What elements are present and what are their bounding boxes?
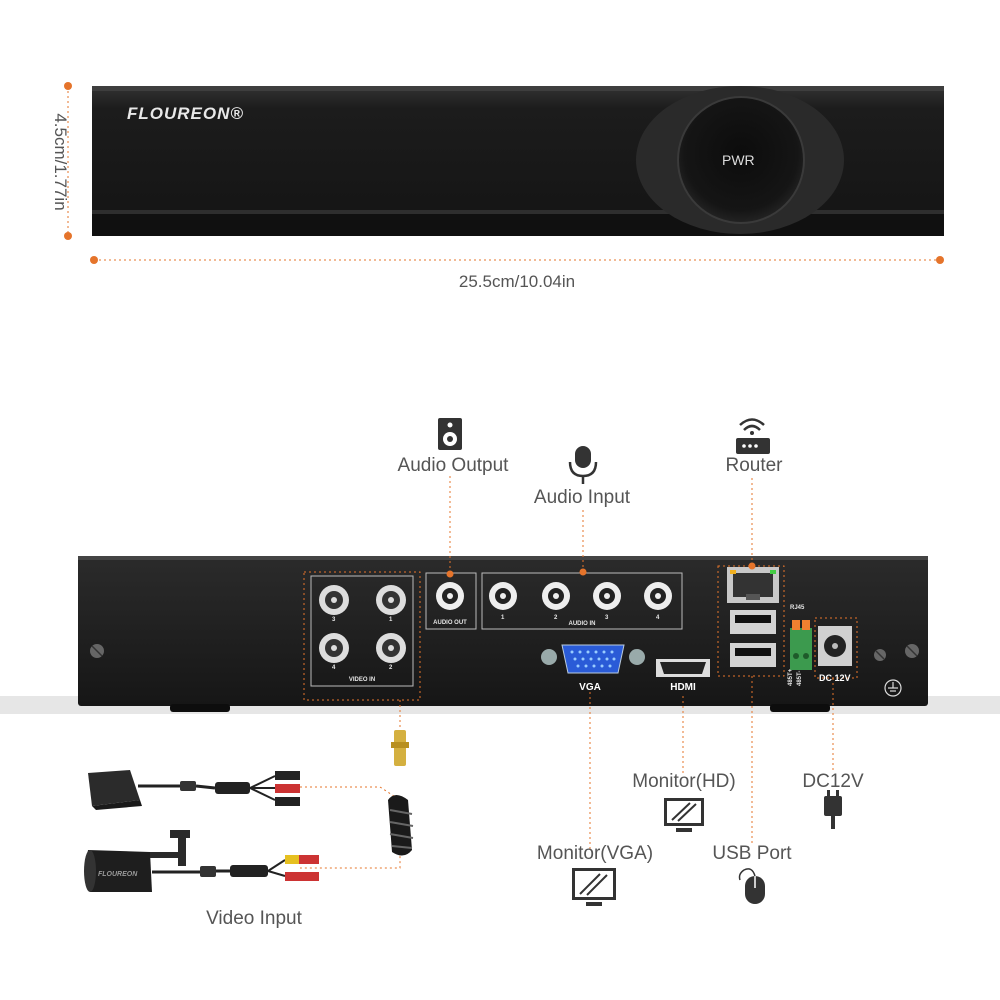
vga-port <box>541 644 645 674</box>
dc12v-port-label: DC 12V <box>819 673 851 683</box>
hdmi-port <box>656 659 710 677</box>
power-button <box>677 96 805 224</box>
callout-monitor-vga: Monitor(VGA) <box>536 843 654 864</box>
video-in-group-highlight <box>303 571 421 701</box>
usb-ports <box>730 610 776 667</box>
callout-router: Router <box>725 455 783 476</box>
microphone-icon <box>568 446 598 484</box>
audio-num-1: 1 <box>501 615 505 621</box>
callout-audio-output: Audio Output <box>397 455 509 476</box>
rs485-minus-label: 485T- <box>797 670 803 686</box>
svg-text:FLOUREON: FLOUREON <box>98 871 138 878</box>
dvr-rear-panel <box>78 556 928 706</box>
power-label: PWR <box>722 152 755 168</box>
rca-audio-out <box>436 582 464 610</box>
video-num-4: 4 <box>332 665 336 671</box>
coiled-cable <box>388 795 414 856</box>
screw-right <box>905 644 919 658</box>
callout-dc12v: DC12V <box>802 771 864 792</box>
callout-monitor-hd: Monitor(HD) <box>632 771 736 792</box>
front-view-illustration <box>64 82 944 264</box>
splitter-cable-1 <box>195 771 300 806</box>
callout-video-input: Video Input <box>206 908 302 929</box>
audio-num-4: 4 <box>656 615 660 621</box>
rca-audio-in <box>489 582 672 610</box>
hdmi-label: HDMI <box>670 682 696 693</box>
dc-jack-highlight <box>814 617 858 679</box>
screw-left <box>90 644 104 658</box>
power-adapter <box>88 770 196 810</box>
router-icon <box>736 418 770 454</box>
speaker-icon <box>438 418 462 450</box>
monitor-hd-icon <box>664 798 704 832</box>
vga-label: VGA <box>579 682 601 693</box>
dc-jack <box>818 626 852 666</box>
bullet-camera: FLOUREON <box>84 830 216 892</box>
power-plug-icon <box>824 790 842 829</box>
bnc-plug <box>391 730 409 766</box>
audio-num-3: 3 <box>605 615 609 621</box>
video-num-2: 2 <box>389 665 393 671</box>
video-num-3: 3 <box>332 617 336 623</box>
monitor-vga-icon <box>572 868 616 906</box>
audio-in-label: AUDIO IN <box>568 621 596 627</box>
rs485-plus-label: 485T+ <box>788 668 794 686</box>
video-in-label: VIDEO IN <box>348 677 376 683</box>
network-usb-highlight <box>717 565 785 677</box>
splitter-cable-2 <box>216 855 319 881</box>
callout-usb-port: USB Port <box>712 843 792 864</box>
brand-logo: FLOUREON® <box>127 104 244 123</box>
audio-out-label: AUDIO OUT <box>433 620 467 626</box>
mouse-icon <box>738 868 765 904</box>
audio-num-2: 2 <box>554 615 558 621</box>
width-dimension-label: 25.5cm/10.04in <box>458 272 576 291</box>
rs485-terminal <box>790 620 812 670</box>
rj45-port <box>727 567 779 603</box>
callout-lines <box>300 476 834 869</box>
ground-symbol <box>884 679 902 697</box>
callout-audio-input: Audio Input <box>533 487 631 508</box>
rj45-label: RJ45 <box>790 605 805 611</box>
screw-mid <box>874 649 886 661</box>
bnc-connectors <box>319 585 406 663</box>
video-num-1: 1 <box>389 617 393 623</box>
